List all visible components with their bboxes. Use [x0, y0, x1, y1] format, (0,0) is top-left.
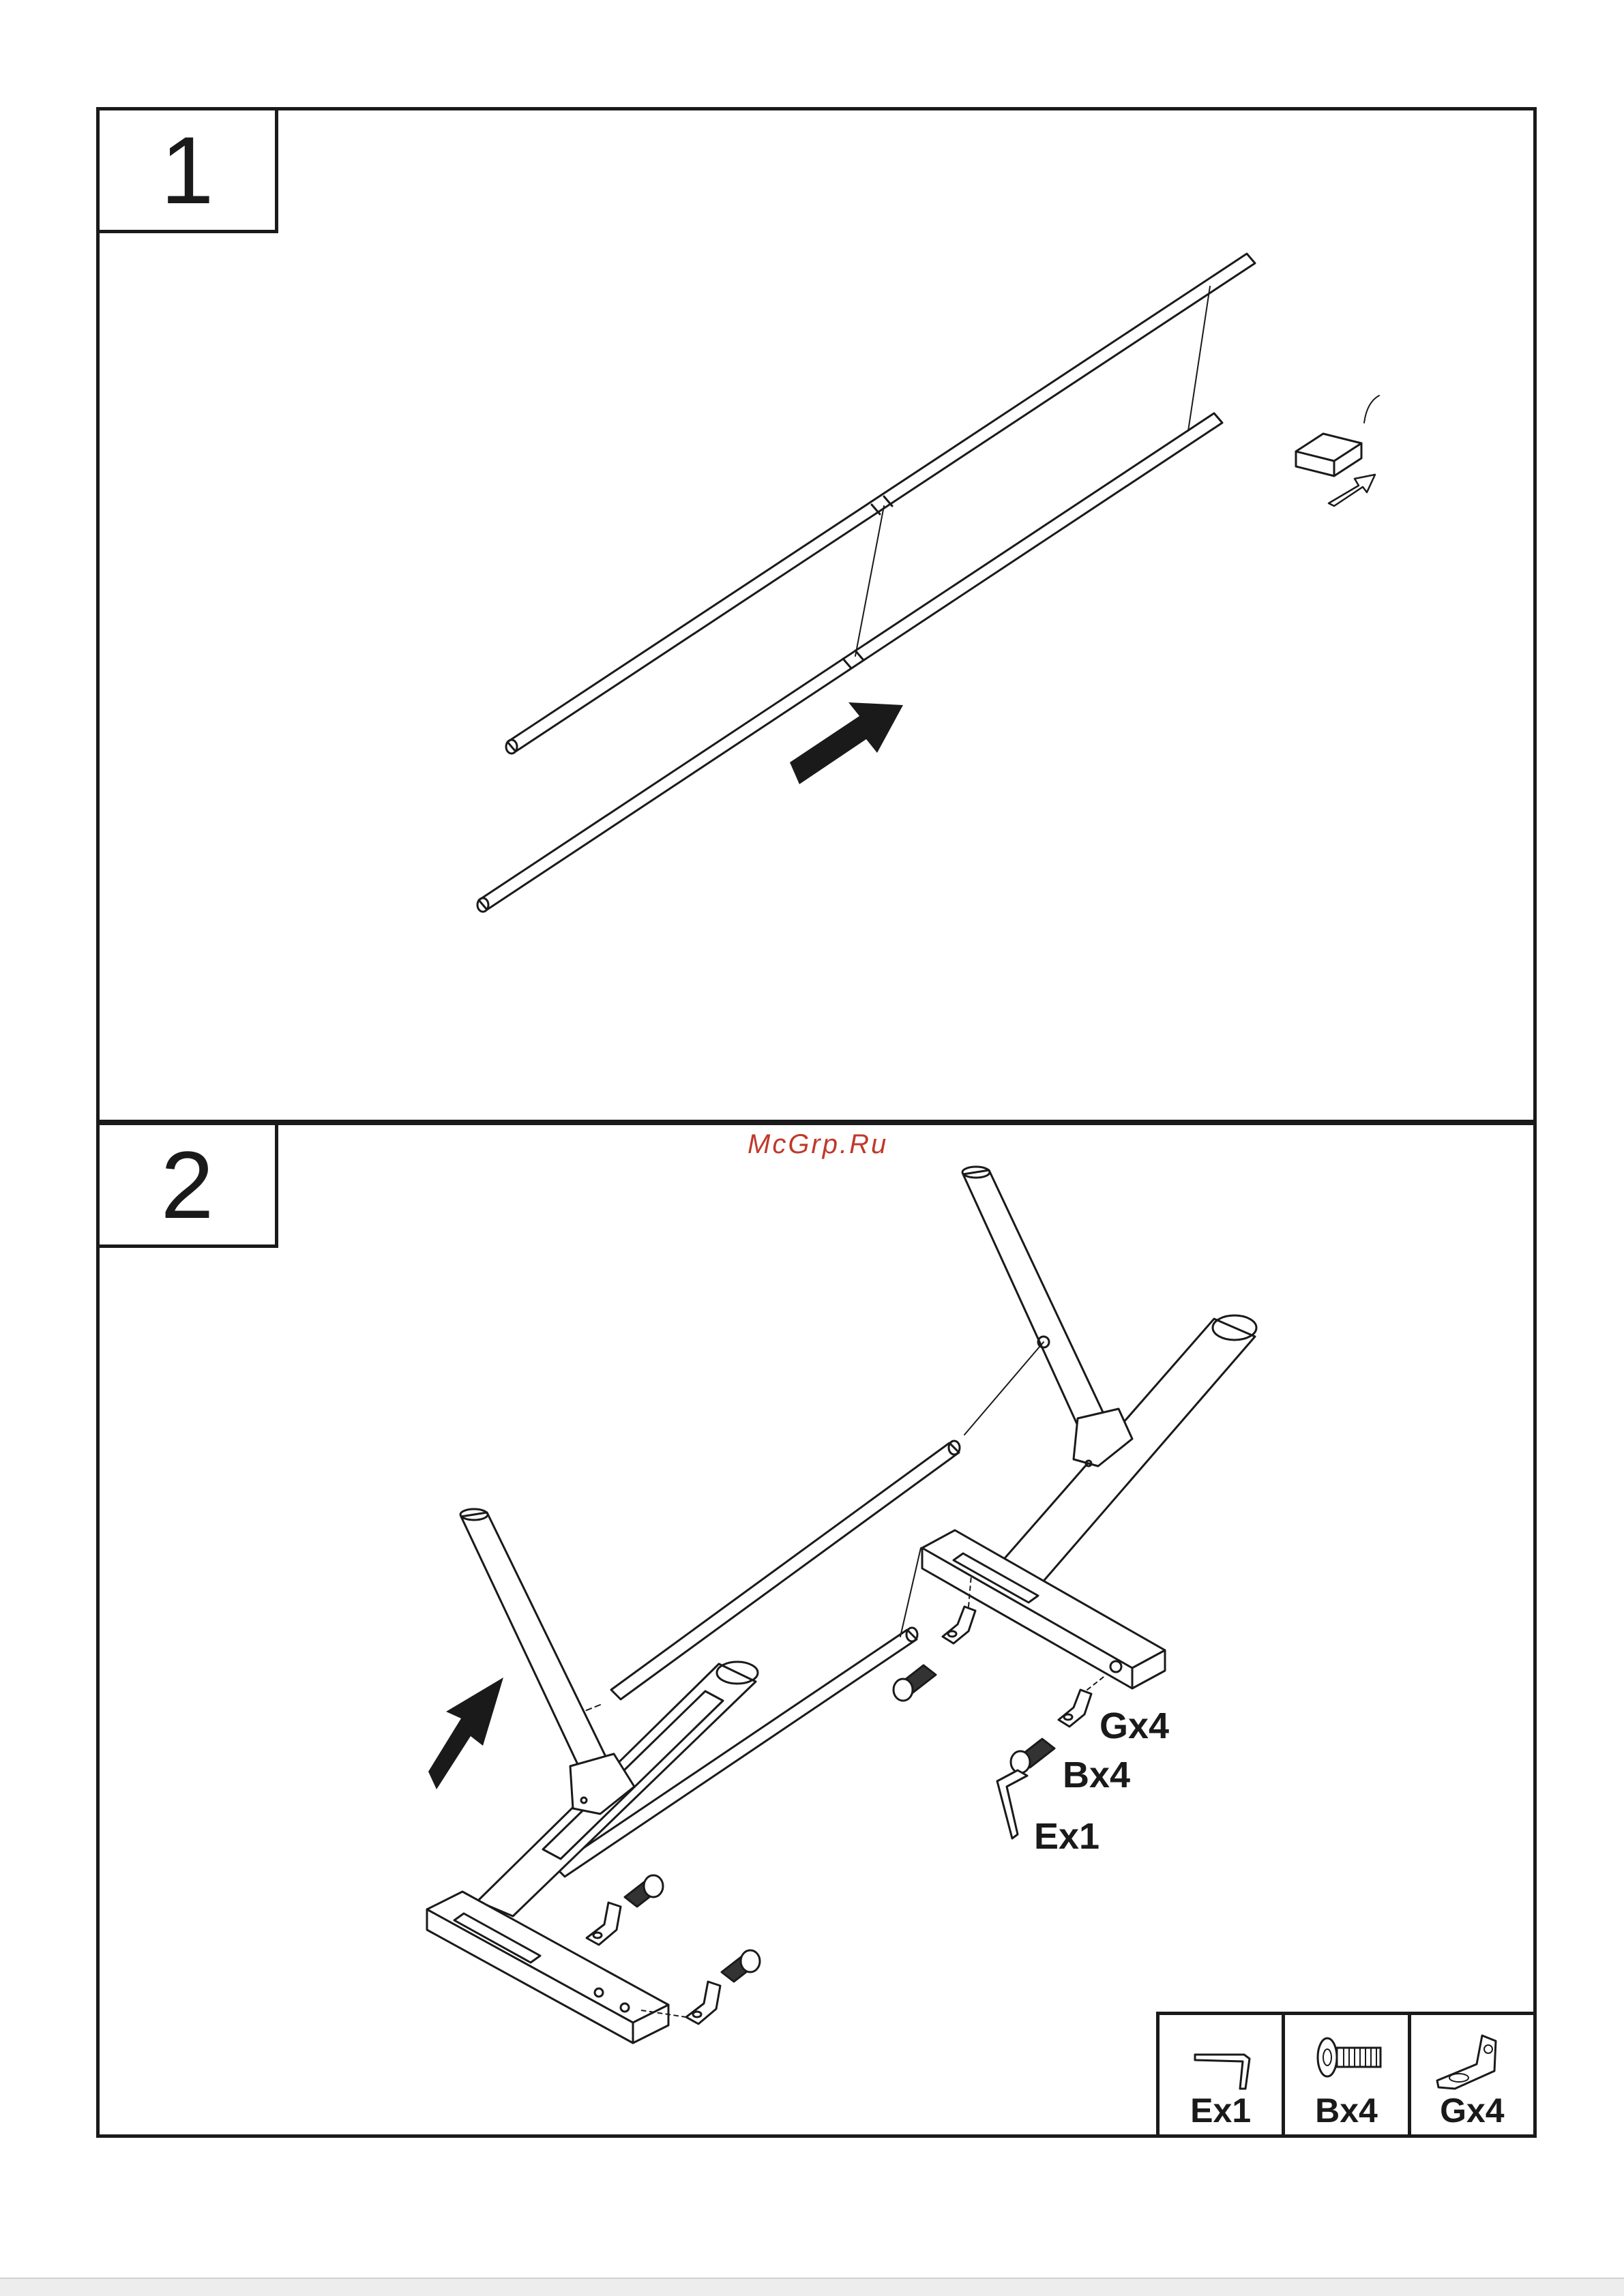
- end-cap-icon: [1296, 396, 1379, 506]
- step-1-rods: [477, 254, 1255, 912]
- part-bracket: Gx4: [1411, 2015, 1533, 2134]
- allen-key-icon: [997, 1770, 1027, 1838]
- direction-arrow-icon: [428, 1678, 503, 1789]
- bolt-icon: [1011, 1739, 1054, 1773]
- parts-legend: Ex1 Bx4 Gx4: [1156, 2012, 1537, 2138]
- page-footer-strip: [0, 2278, 1624, 2296]
- part-bolt: Bx4: [1285, 2015, 1411, 2134]
- part-allen-key: Ex1: [1160, 2015, 1285, 2134]
- part-bolt-label: Bx4: [1285, 2091, 1407, 2130]
- bolt-count-label: Bx4: [1063, 1754, 1130, 1796]
- part-bracket-label: Gx4: [1411, 2091, 1533, 2130]
- allen-key-count-label: Ex1: [1034, 1815, 1099, 1858]
- bracket-count-label: Gx4: [1099, 1705, 1169, 1747]
- bolt-icon: [722, 1950, 760, 1982]
- direction-arrow-icon: [790, 702, 903, 784]
- part-allen-key-label: Ex1: [1160, 2091, 1282, 2130]
- step-2-frame: [427, 1167, 1256, 2043]
- bolt-icon: [625, 1875, 663, 1907]
- bolt-icon: [894, 1665, 936, 1701]
